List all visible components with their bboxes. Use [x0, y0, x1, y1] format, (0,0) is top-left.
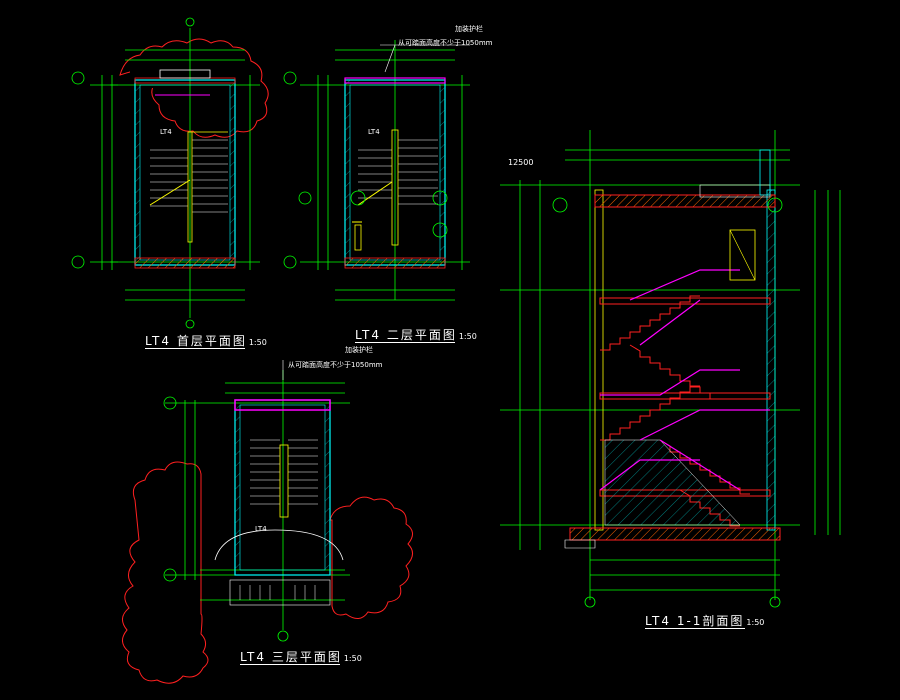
- stair-label-plan1: LT4: [160, 128, 172, 136]
- height-note-plan2: 从可踏面高度不少于1050mm: [398, 39, 493, 47]
- plan-2-scale: 1:50: [458, 332, 477, 341]
- plan-1-ground-floor: [71, 17, 269, 329]
- railing-note-plan3: 加装护栏: [345, 346, 373, 354]
- section-title-text: LT4 1-1剖面图: [645, 614, 745, 628]
- plan-3-title-text: LT4 三层平面图: [240, 650, 342, 664]
- plan-1-title-underline: [145, 348, 245, 349]
- railing-note-plan2: 加装护栏: [455, 25, 483, 33]
- total-height-label: 12500: [508, 158, 534, 167]
- plan-2-title-underline: [355, 342, 455, 343]
- stair-label-plan3: LT4: [255, 525, 267, 533]
- plan-1-title-text: LT4 首层平面图: [145, 334, 247, 348]
- revision-cloud-3: [122, 461, 209, 684]
- plan-2-title-text: LT4 二层平面图: [355, 328, 457, 342]
- section-scale: 1:50: [746, 618, 765, 627]
- plan-3-title-underline: [240, 664, 340, 665]
- section-title-underline: [645, 628, 745, 629]
- stair-label-plan2: LT4: [368, 128, 380, 136]
- plan-1-scale: 1:50: [248, 338, 267, 347]
- plan-3-scale: 1:50: [343, 654, 362, 663]
- plan-2-second-floor: [283, 40, 470, 301]
- section-1-1: [500, 130, 841, 608]
- plan-3-third-floor: [122, 360, 413, 684]
- revision-cloud-1: [119, 38, 269, 138]
- height-note-plan3: 从可踏面高度不少于1050mm: [288, 361, 383, 369]
